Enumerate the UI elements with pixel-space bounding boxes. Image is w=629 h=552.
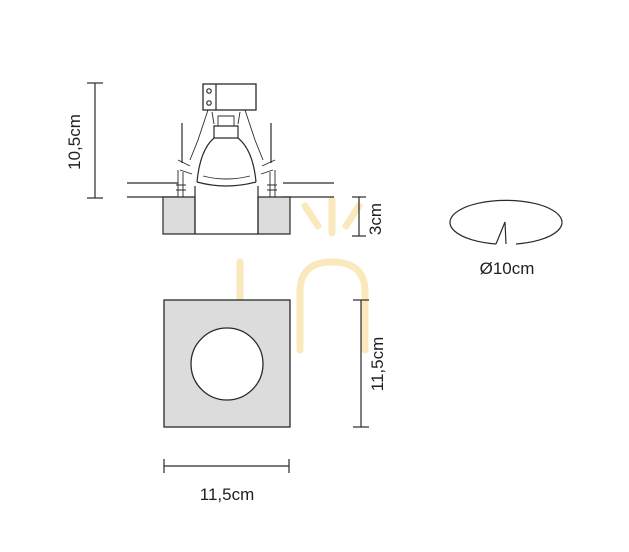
label-cutout-diameter: Ø10cm <box>480 259 535 278</box>
dimension-plate-depth: 3cm <box>352 196 385 237</box>
label-plate-height: 11,5cm <box>368 337 387 392</box>
dimension-height-total: 10,5cm <box>65 82 103 199</box>
label-plate-depth: 3cm <box>366 203 385 235</box>
side-view <box>127 83 334 235</box>
label-plate-width: 11,5cm <box>200 485 255 504</box>
front-view <box>163 299 291 428</box>
dimension-plate-width: 11,5cm <box>163 459 290 504</box>
dimension-plate-height: 11,5cm <box>353 299 387 428</box>
cutout-diameter: Ø10cm <box>449 199 563 278</box>
label-height-total: 10,5cm <box>65 114 84 170</box>
